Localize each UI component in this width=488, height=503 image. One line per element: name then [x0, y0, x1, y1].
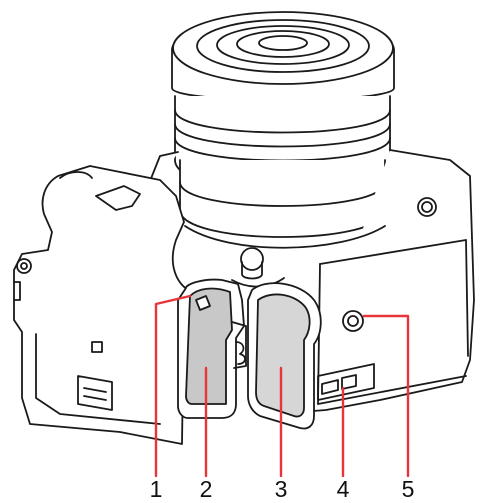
callout-number-3: 3 [274, 476, 288, 502]
grip [13, 165, 189, 445]
leader-line-1 [154, 294, 192, 478]
callout-number-2: 2 [199, 476, 213, 502]
callout-number-5: 5 [401, 476, 415, 502]
callout-number-4: 4 [336, 476, 350, 502]
bottom-details [317, 310, 375, 401]
callout-number-1: 1 [149, 476, 163, 502]
lens [171, 11, 395, 238]
leader-lines [154, 294, 410, 478]
leader-line-5 [362, 314, 410, 478]
battery-compartment [177, 278, 247, 419]
battery-cover [247, 282, 322, 430]
